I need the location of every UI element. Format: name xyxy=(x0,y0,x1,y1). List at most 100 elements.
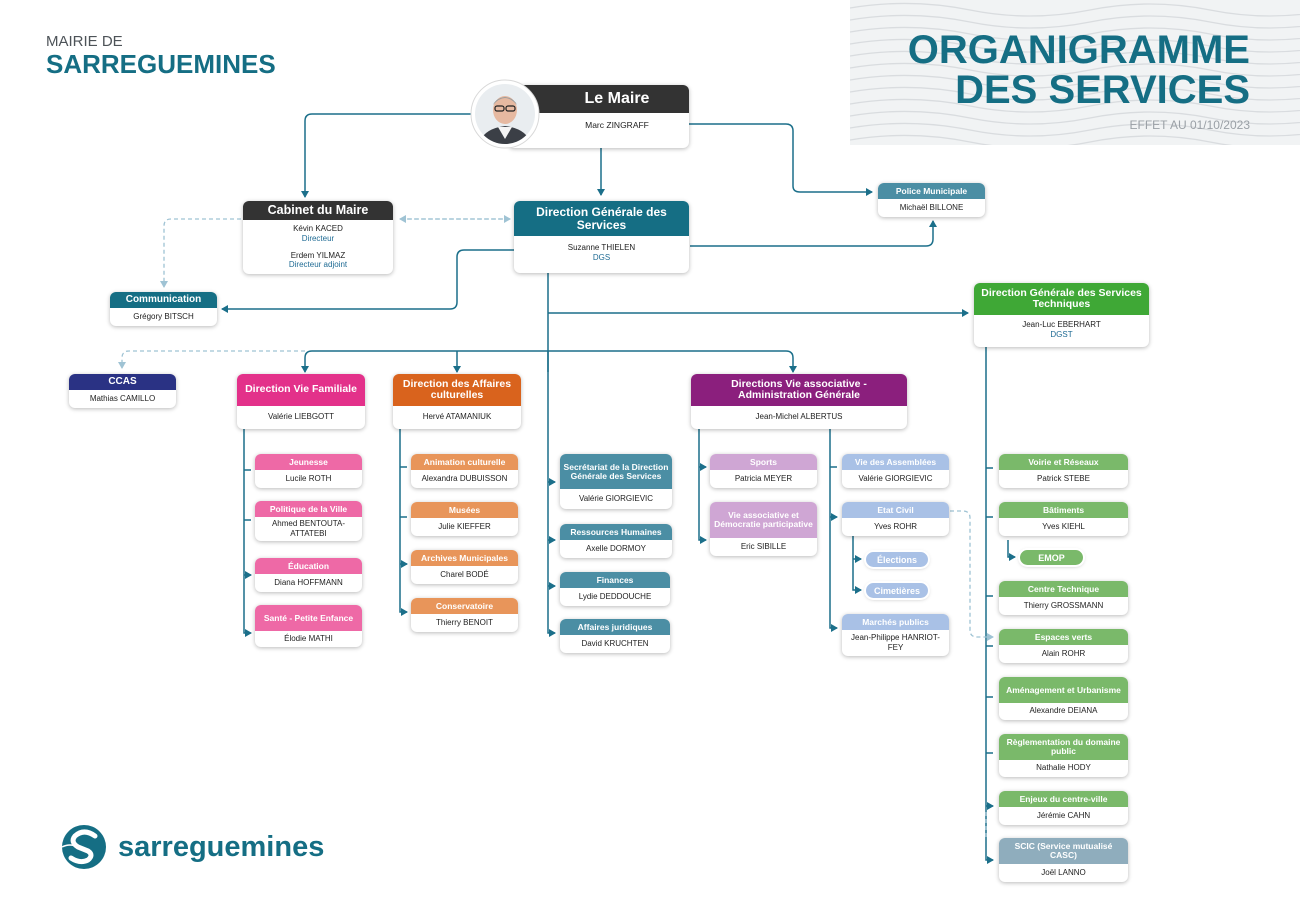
dgst-body: Jean-Luc EBERHART DGST xyxy=(974,315,1149,345)
cabinet-role1: Directeur xyxy=(301,233,335,243)
service-title: Politique de la Ville xyxy=(255,501,362,517)
service-manager: Thierry GROSSMANN xyxy=(1023,600,1104,610)
service-ressources-humaines[interactable]: Ressources Humaines Axelle DORMOY xyxy=(560,524,672,558)
police-name: Michaël BILLONE xyxy=(899,202,964,212)
service-marches-publics[interactable]: Marchés publics Jean-Philippe HANRIOT-FE… xyxy=(842,614,949,656)
page-title-line1: ORGANIGRAMME xyxy=(907,28,1250,72)
service-title: Secrétariat de la Direction Générale des… xyxy=(560,454,672,489)
service-manager: Charel BODÉ xyxy=(440,569,489,579)
service-manager: Lydie DEDDOUCHE xyxy=(578,591,652,601)
service-manager: David KRUCHTEN xyxy=(581,638,649,648)
service-animation-culturelle[interactable]: Animation culturelle Alexandra DUBUISSON xyxy=(411,454,518,488)
service-manager: Alexandre DEIANA xyxy=(1029,706,1098,716)
service-title: Vie des Assemblées xyxy=(842,454,949,470)
service-conservatoire[interactable]: Conservatoire Thierry BENOIT xyxy=(411,598,518,632)
service-title: Sports xyxy=(710,454,817,470)
service-title: Ressources Humaines xyxy=(560,524,672,540)
police-title: Police Municipale xyxy=(878,183,985,199)
service-title: Vie associative et Démocratie participat… xyxy=(710,502,817,538)
dgst-role: DGST xyxy=(1050,330,1073,339)
service-education[interactable]: Éducation Diana HOFFMANN xyxy=(255,558,362,592)
service-vie-associative-democratie[interactable]: Vie associative et Démocratie participat… xyxy=(710,502,817,556)
service-manager: Thierry BENOIT xyxy=(436,617,493,627)
service-manager: Patrick STEBE xyxy=(1037,473,1090,483)
service-sports[interactable]: Sports Patricia MEYER xyxy=(710,454,817,488)
service-voirie-reseaux[interactable]: Voirie et Réseaux Patrick STEBE xyxy=(999,454,1128,488)
communication-box[interactable]: Communication Grégory BITSCH xyxy=(110,292,217,326)
service-scic[interactable]: SCIC (Service mutualisé CASC) Joël LANNO xyxy=(999,838,1128,882)
service-finances[interactable]: Finances Lydie DEDDOUCHE xyxy=(560,572,670,606)
service-enjeux-centre-ville[interactable]: Enjeux du centre-ville Jérémie CAHN xyxy=(999,791,1128,825)
cabinet-role2: Directeur adjoint xyxy=(288,260,348,270)
service-manager: Alain ROHR xyxy=(1041,648,1086,658)
dgst-box[interactable]: Direction Générale des Services Techniqu… xyxy=(974,283,1149,347)
pill-cimetieres[interactable]: Cimetières xyxy=(866,583,928,598)
service-title: Conservatoire xyxy=(411,598,518,614)
service-centre-technique[interactable]: Centre Technique Thierry GROSSMANN xyxy=(999,581,1128,615)
service-manager: Lucile ROTH xyxy=(285,473,332,483)
service-espaces-verts[interactable]: Espaces verts Alain ROHR xyxy=(999,629,1128,663)
dgst-title: Direction Générale des Services Techniqu… xyxy=(974,283,1149,315)
cabinet-maire-box[interactable]: Cabinet du Maire Kévin KACED Directeur E… xyxy=(243,201,393,274)
service-title: Aménagement et Urbanisme xyxy=(999,677,1128,703)
service-secretariat-dgs[interactable]: Secrétariat de la Direction Générale des… xyxy=(560,454,672,509)
maire-portrait xyxy=(470,79,540,149)
service-title: SCIC (Service mutualisé CASC) xyxy=(999,838,1128,864)
dgs-box[interactable]: Direction Générale des Services Suzanne … xyxy=(514,201,689,273)
direction-vie-associative-box[interactable]: Directions Vie associative - Administrat… xyxy=(691,374,907,429)
page-title: ORGANIGRAMME DES SERVICES xyxy=(908,30,1250,110)
direction-vie-familiale-box[interactable]: Direction Vie Familiale Valérie LIEBGOTT xyxy=(237,374,365,429)
service-batiments[interactable]: Bâtiments Yves KIEHL xyxy=(999,502,1128,536)
vie-familiale-title: Direction Vie Familiale xyxy=(237,374,365,406)
effect-date: EFFET AU 01/10/2023 xyxy=(1129,118,1250,132)
ccas-name: Mathias CAMILLO xyxy=(89,393,156,403)
service-reglementation-domaine-public[interactable]: Règlementation du domaine public Nathali… xyxy=(999,734,1128,777)
service-vie-assemblees[interactable]: Vie des Assemblées Valérie GIORGIEVIC xyxy=(842,454,949,488)
culture-name: Hervé ATAMANIUK xyxy=(422,412,492,422)
service-manager: Alexandra DUBUISSON xyxy=(421,473,508,483)
vie-asso-name: Jean-Michel ALBERTUS xyxy=(755,412,843,422)
service-title: Centre Technique xyxy=(999,581,1128,597)
service-title: Jeunesse xyxy=(255,454,362,470)
service-title: Musées xyxy=(411,502,518,518)
ccas-box[interactable]: CCAS Mathias CAMILLO xyxy=(69,374,176,408)
service-musees[interactable]: Musées Julie KIEFFER xyxy=(411,502,518,536)
service-title: Bâtiments xyxy=(999,502,1128,518)
service-title: Voirie et Réseaux xyxy=(999,454,1128,470)
service-manager: Nathalie HODY xyxy=(1036,763,1091,773)
service-manager: Jérémie CAHN xyxy=(1036,810,1091,820)
service-title: Affaires juridiques xyxy=(560,619,670,635)
dgs-name: Suzanne THIELEN xyxy=(567,243,636,253)
service-amenagement-urbanisme[interactable]: Aménagement et Urbanisme Alexandre DEIAN… xyxy=(999,677,1128,720)
service-manager: Valérie GIORGIEVIC xyxy=(858,473,933,483)
service-politique-ville[interactable]: Politique de la Ville Ahmed BENTOUTA-ATT… xyxy=(255,501,362,541)
communication-title: Communication xyxy=(110,292,217,308)
pill-emop[interactable]: EMOP xyxy=(1020,550,1083,565)
service-manager: Eric SIBILLE xyxy=(740,541,787,551)
service-affaires-juridiques[interactable]: Affaires juridiques David KRUCHTEN xyxy=(560,619,670,653)
pill-elections[interactable]: Élections xyxy=(866,552,928,567)
service-title: Etat Civil xyxy=(842,502,949,518)
communication-name: Grégory BITSCH xyxy=(133,311,194,321)
service-title: Marchés publics xyxy=(842,614,949,630)
service-manager: Patricia MEYER xyxy=(734,473,793,483)
police-municipale-box[interactable]: Police Municipale Michaël BILLONE xyxy=(878,183,985,217)
cabinet-title: Cabinet du Maire xyxy=(243,201,393,220)
service-manager: Valérie GIORGIEVIC xyxy=(578,493,654,503)
service-title: Règlementation du domaine public xyxy=(999,734,1128,760)
service-title: Finances xyxy=(560,572,670,588)
service-title: Enjeux du centre-ville xyxy=(999,791,1128,807)
service-manager: Diana HOFFMANN xyxy=(274,577,343,587)
mairie-de-label: MAIRIE DE xyxy=(46,33,123,50)
service-title: Éducation xyxy=(255,558,362,574)
service-jeunesse[interactable]: Jeunesse Lucile ROTH xyxy=(255,454,362,488)
dgst-name: Jean-Luc EBERHART xyxy=(1022,320,1101,330)
direction-affaires-culturelles-box[interactable]: Direction des Affaires culturelles Hervé… xyxy=(393,374,521,429)
service-sante-petite-enfance[interactable]: Santé - Petite Enfance Élodie MATHI xyxy=(255,605,362,647)
cabinet-name1: Kévin KACED xyxy=(293,224,343,234)
service-etat-civil[interactable]: Etat Civil Yves ROHR xyxy=(842,502,949,536)
page-title-line2: DES SERVICES xyxy=(955,68,1250,112)
service-manager: Jean-Philippe HANRIOT-FEY xyxy=(851,632,940,652)
service-archives-municipales[interactable]: Archives Municipales Charel BODÉ xyxy=(411,550,518,584)
city-name: SARREGUEMINES xyxy=(46,49,276,79)
